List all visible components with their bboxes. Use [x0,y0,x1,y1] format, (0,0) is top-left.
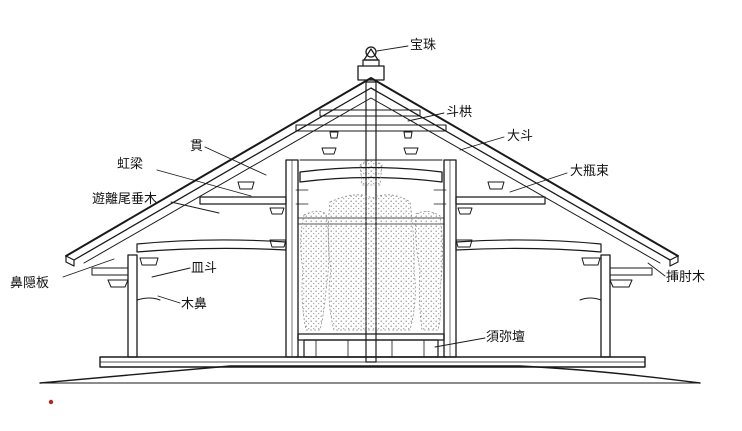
beams [91,109,653,276]
inner-columns [285,159,457,358]
ridge-and-finial [357,46,385,81]
stone-base [39,356,701,384]
label-tokyo: 斗栱 [446,105,473,120]
stray-mark [48,399,54,405]
label-shumidan: 須弥壇 [486,330,526,345]
label-hoju: 宝珠 [410,38,437,53]
label-daito: 大斗 [507,129,534,144]
bracket-sets [107,131,633,301]
label-sashihijiki: 挿肘木 [666,270,706,285]
label-sarato: 皿斗 [191,261,218,276]
altar-platform [295,333,447,358]
leader-lines [62,45,666,348]
outer-columns [127,254,611,358]
label-taiheizuka: 大瓶束 [570,164,610,179]
label-kibana: 木鼻 [181,297,208,312]
statue-figures [300,160,443,331]
label-hanakakushi-ita: 鼻隠板 [10,276,50,291]
label-koryo: 虹梁 [117,157,144,172]
label-nuki: 貫 [190,139,204,154]
label-yuri-odaruki: 遊離尾垂木 [92,192,158,207]
